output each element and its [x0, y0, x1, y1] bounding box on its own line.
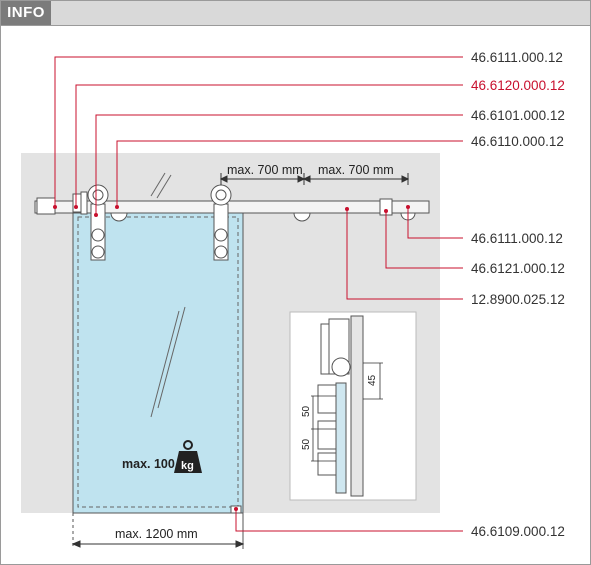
part-code-7: 12.8900.025.12	[471, 292, 565, 307]
door-width-label: max. 1200 mm	[115, 527, 198, 541]
info-tab: INFO	[1, 1, 51, 25]
door-width-dimension	[71, 540, 245, 548]
header-bar: INFO	[1, 1, 590, 26]
leader-lines	[54, 56, 463, 532]
weight-unit: kg	[181, 460, 194, 472]
detail-dim-45: 45	[367, 374, 378, 386]
spacing-right-label: max. 700 mm	[318, 163, 394, 177]
glass-door	[72, 210, 244, 514]
weight-icon: kg	[174, 440, 202, 473]
part-code-3: 46.6101.000.12	[471, 108, 565, 123]
part-code-4: 46.6110.000.12	[471, 134, 564, 149]
glass-reflection	[150, 172, 186, 418]
spacing-dimensions	[219, 173, 410, 185]
leader-dots	[53, 205, 410, 511]
part-code-6: 46.6121.000.12	[471, 261, 565, 276]
rail-components	[36, 191, 416, 222]
sliding-rail	[34, 200, 430, 214]
part-code-5: 46.6111.000.12	[471, 231, 563, 246]
part-code-2: 46.6120.000.12	[471, 78, 565, 93]
door-inner-outline	[77, 216, 239, 508]
part-code-1: 46.6111.000.12	[471, 50, 563, 65]
weight-label: max. 100	[122, 457, 175, 471]
detail-cross-section	[289, 311, 417, 501]
detail-dim-50-upper: 50	[301, 405, 312, 417]
detail-dim-50-lower: 50	[301, 438, 312, 450]
roller-hanger-right	[210, 184, 232, 261]
roller-hanger-left	[87, 184, 109, 261]
spacing-left-label: max. 700 mm	[227, 163, 303, 177]
part-code-8: 46.6109.000.12	[471, 524, 565, 539]
